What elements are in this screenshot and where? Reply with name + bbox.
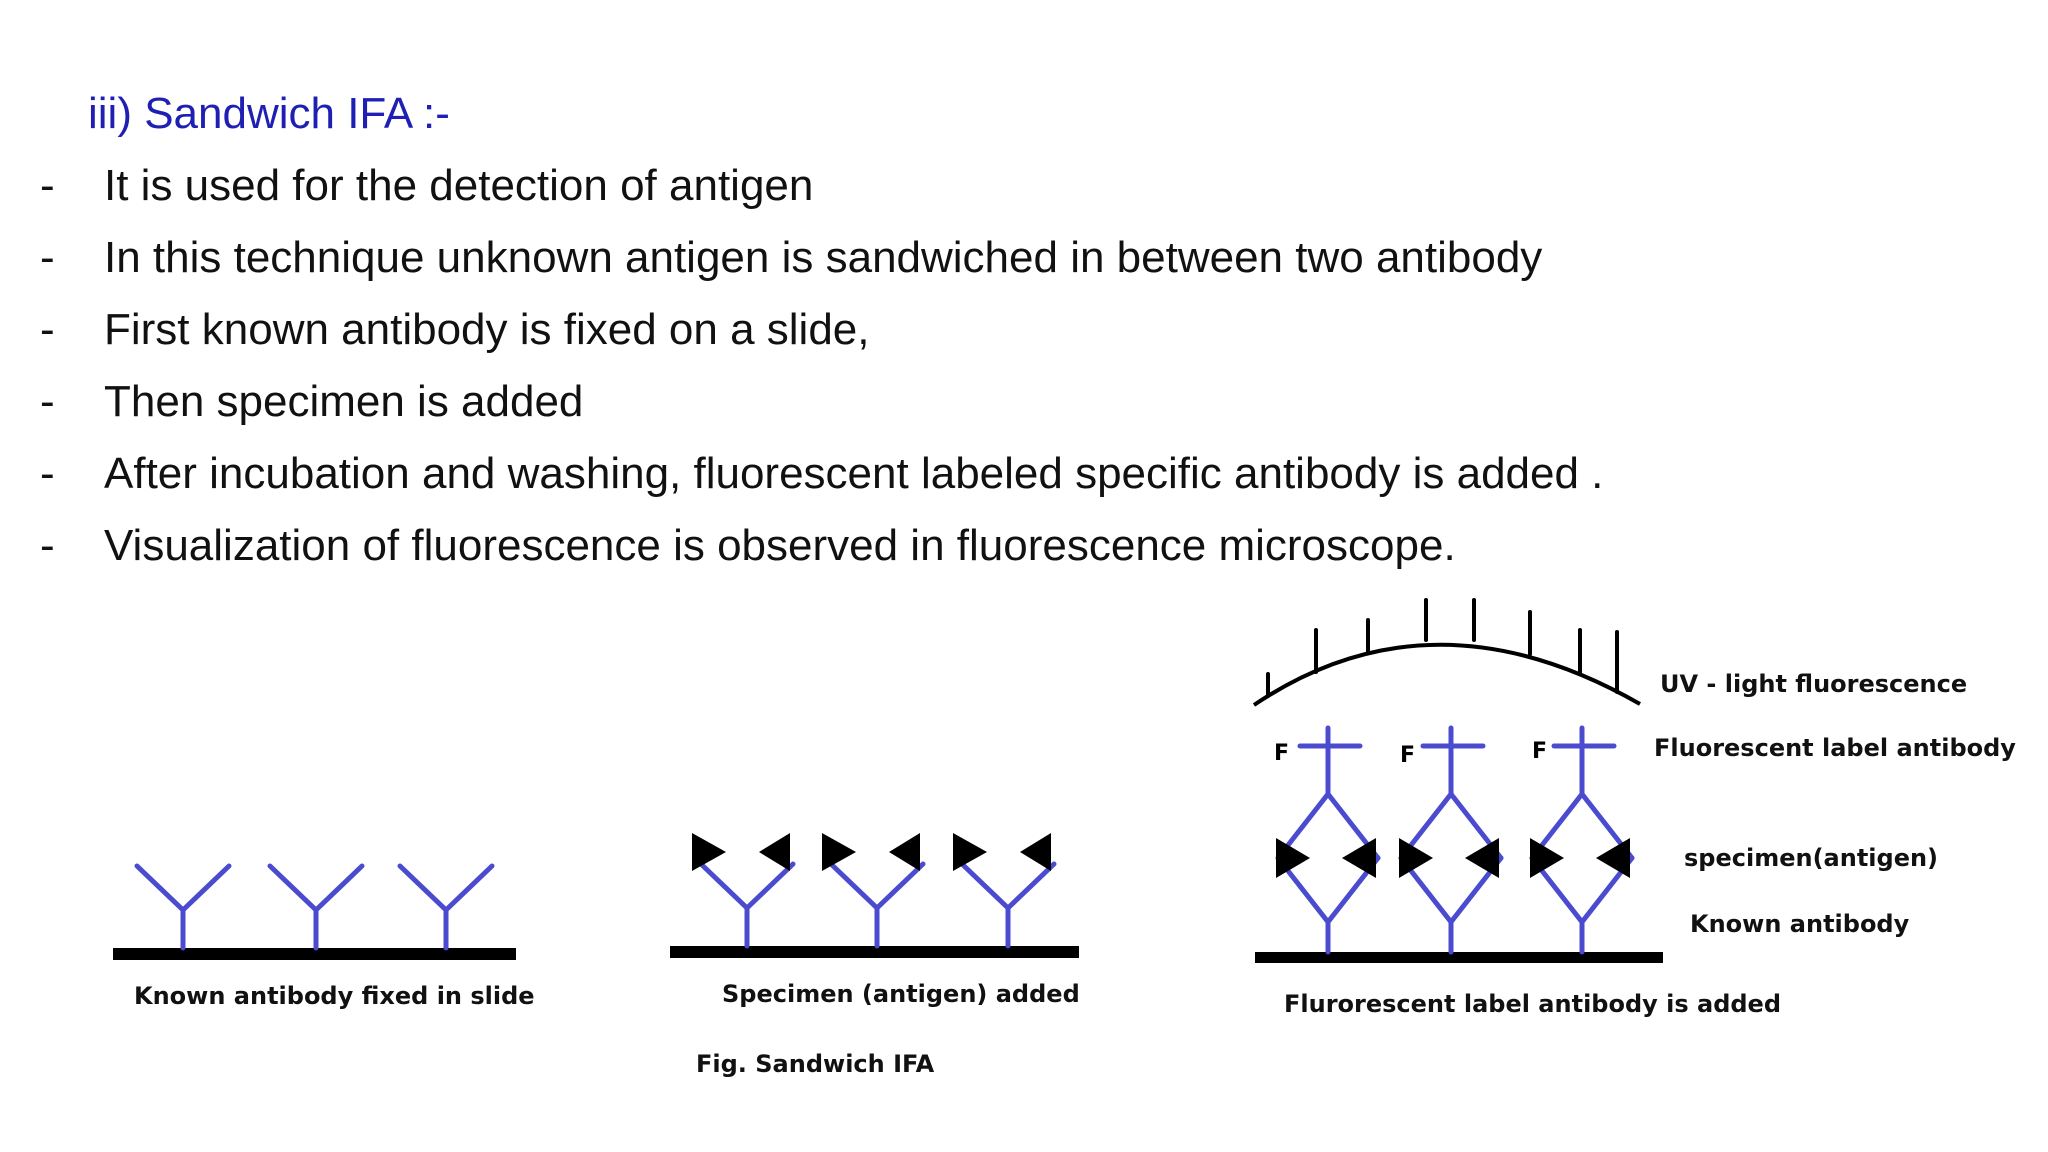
antigen-triangle xyxy=(1399,838,1433,878)
antigen-triangle xyxy=(1596,838,1630,878)
known-antibody-arm-right xyxy=(313,863,365,913)
fluor-marker: F xyxy=(1532,739,1547,764)
bullet-marker: - xyxy=(40,161,55,210)
panel2-caption: Specimen (antigen) added xyxy=(722,980,1080,1008)
known-antibody-arm-right xyxy=(874,861,926,911)
antigen-triangle xyxy=(822,833,856,871)
fluorescent-antibody-label: Fluorescent label antibody xyxy=(1654,734,2016,762)
known-antibody-arm-left xyxy=(959,861,1011,911)
bullet-text: Then specimen is added xyxy=(104,377,584,426)
antigen-triangle xyxy=(692,833,726,871)
specimen-antigen-label: specimen(antigen) xyxy=(1684,844,1938,872)
slide-bar-panel3 xyxy=(1255,952,1663,963)
known-antibody-arm-right xyxy=(180,863,232,913)
panel1-caption: Known antibody fixed in slide xyxy=(134,982,535,1010)
bullet-text: Visualization of fluorescence is observe… xyxy=(104,521,1456,570)
bullet-text: It is used for the detection of antigen xyxy=(104,161,814,210)
known-antibody-arm-right xyxy=(443,863,495,913)
slide-bar-panel1 xyxy=(113,948,516,960)
bullet-marker: - xyxy=(40,305,55,354)
known-antibody-arm-left xyxy=(397,863,449,913)
known-antibody-arm-left xyxy=(134,863,186,913)
fluor-marker: F xyxy=(1274,741,1289,766)
bullet-text: First known antibody is fixed on a slide… xyxy=(104,305,870,354)
antigen-triangle xyxy=(759,833,790,871)
antigen-triangle xyxy=(953,833,987,871)
bullet-marker: - xyxy=(40,521,55,570)
slide-title: iii) Sandwich IFA :- xyxy=(88,89,450,138)
known-antibody-arm-left xyxy=(828,861,880,911)
figure-caption: Fig. Sandwich IFA xyxy=(696,1050,935,1078)
uv-light-label: UV - light fluorescence xyxy=(1660,670,1967,698)
bullet-marker: - xyxy=(40,377,55,426)
antigen-triangle xyxy=(1530,838,1564,878)
known-antibody-arm-left xyxy=(267,863,319,913)
diagram-shapes xyxy=(113,598,1663,963)
antigen-triangle xyxy=(1342,838,1376,878)
antigen-triangle xyxy=(1276,838,1310,878)
bullet-marker: - xyxy=(40,233,55,282)
bullet-text: After incubation and washing, fluorescen… xyxy=(104,449,1604,498)
bullet-text: In this technique unknown antigen is san… xyxy=(104,233,1543,282)
bullet-marker: - xyxy=(40,449,55,498)
slide-bar-panel2 xyxy=(670,946,1079,958)
fluor-marker: F xyxy=(1400,743,1415,768)
known-antibody-arm-right xyxy=(744,861,796,911)
uv-light-arc xyxy=(1252,642,1641,707)
antigen-triangle xyxy=(1020,833,1051,871)
antigen-triangle xyxy=(889,833,920,871)
known-antibody-arm-left xyxy=(698,861,750,911)
antigen-triangle xyxy=(1465,838,1499,878)
known-antibody-arm-right xyxy=(1005,861,1057,911)
panel3-caption: Flurorescent label antibody is added xyxy=(1284,990,1781,1018)
known-antibody-label: Known antibody xyxy=(1690,910,1910,938)
